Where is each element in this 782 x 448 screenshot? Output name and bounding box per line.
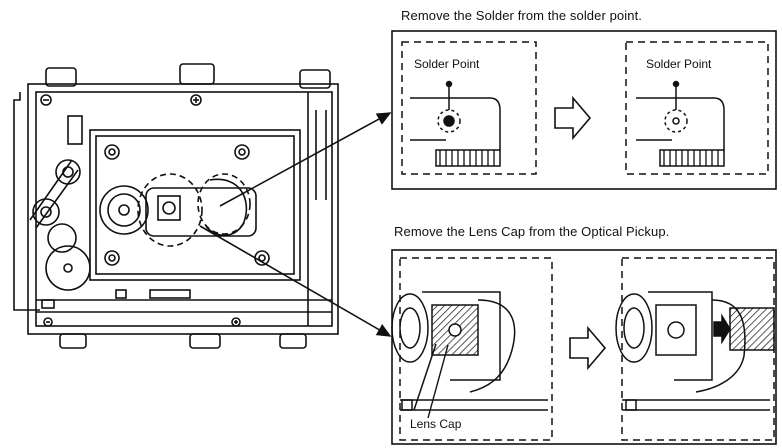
lens-cap-leader-line — [427, 344, 449, 419]
chassis-drawing — [13, 63, 339, 349]
pointer-arrow-solder — [219, 112, 392, 207]
step1-panel — [391, 30, 777, 190]
hollow-right-arrow-icon-2 — [569, 325, 607, 371]
pointer-arrow-lens — [199, 225, 392, 337]
hollow-right-arrow-icon — [554, 95, 592, 141]
step1-caption: Remove the Solder from the solder point. — [401, 8, 643, 23]
solder-after-detail — [625, 41, 769, 175]
removal-direction-arrow-icon — [713, 313, 731, 345]
lens-before-detail — [391, 257, 553, 441]
step2-caption: Remove the Lens Cap from the Optical Pic… — [394, 224, 670, 239]
solder-point-label-after: Solder Point — [646, 57, 712, 71]
lens-after-detail — [615, 257, 775, 441]
solder-point-label-before: Solder Point — [414, 57, 480, 71]
step2-panel — [391, 249, 777, 445]
solder-before-detail — [401, 41, 537, 175]
lens-cap-label: Lens Cap — [410, 417, 462, 431]
